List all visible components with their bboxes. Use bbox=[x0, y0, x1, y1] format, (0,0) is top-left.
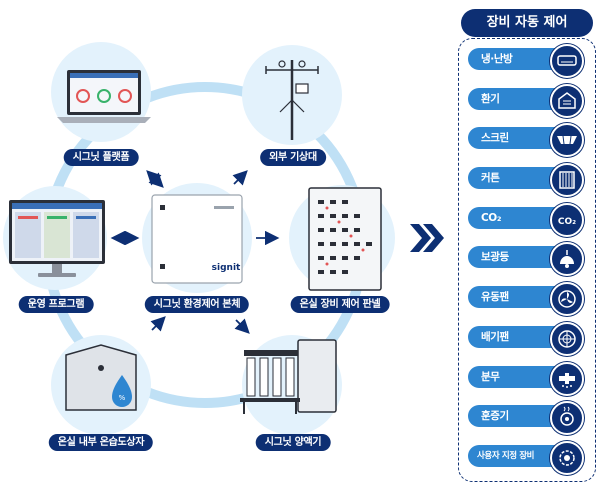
device-label: 커튼 bbox=[468, 167, 576, 190]
weather-station-icon bbox=[265, 60, 319, 140]
arrow-main-to-nutrient bbox=[234, 318, 250, 334]
svg-text:%: % bbox=[119, 394, 126, 402]
device-item-ventilation: 환기 bbox=[468, 83, 590, 118]
device-label: 분무 bbox=[468, 365, 576, 388]
sensor-box-icon: % bbox=[65, 344, 137, 411]
double-chevron-right-icon bbox=[410, 224, 444, 252]
arrow-weather-to-main bbox=[232, 170, 248, 186]
nutrient-unit-icon bbox=[240, 339, 337, 414]
operating-program-label: 운영 프로그램 bbox=[18, 296, 94, 313]
lamp-icon bbox=[550, 242, 584, 277]
indoor-sensor-label: 온실 내부 온습도상자 bbox=[48, 434, 154, 451]
air-conditioner-icon bbox=[550, 44, 584, 78]
device-item-co2: CO₂ CO₂ bbox=[468, 202, 590, 237]
main-unit-logo: signit bbox=[212, 263, 241, 273]
device-label: 배기팬 bbox=[468, 325, 576, 348]
fumigator-icon bbox=[550, 401, 584, 436]
circulation-fan-icon bbox=[550, 282, 584, 317]
device-label: 스크린 bbox=[468, 127, 576, 150]
device-item-sprayer: 분무 bbox=[468, 361, 590, 396]
ventilation-icon bbox=[550, 83, 584, 118]
device-label: 사용자 지정 장비 bbox=[468, 444, 576, 467]
device-label: 보광등 bbox=[468, 246, 576, 269]
device-label: 유동팬 bbox=[468, 286, 576, 309]
device-panel-title: 장비 자동 제어 bbox=[461, 9, 593, 37]
screen-icon bbox=[550, 123, 584, 158]
device-label: CO₂ bbox=[468, 206, 576, 229]
main-unit-icon bbox=[151, 194, 243, 284]
device-panel-frame bbox=[458, 38, 596, 482]
weather-station-label: 외부 기상대 bbox=[260, 149, 326, 166]
sprayer-icon bbox=[550, 361, 584, 396]
svg-text:CO₂: CO₂ bbox=[558, 217, 576, 227]
control-panel-label: 온실 장비 제어 판넬 bbox=[290, 296, 390, 313]
monitor-icon bbox=[9, 200, 105, 277]
device-item-exhaust-fan: 배기팬 bbox=[468, 321, 590, 356]
device-label: 환기 bbox=[468, 87, 576, 110]
nutrient-unit-label: 시그닛 양액기 bbox=[255, 434, 331, 451]
arrow-sensor-to-main bbox=[150, 316, 166, 332]
device-item-curtain: 커튼 bbox=[468, 163, 590, 198]
control-panel-icon bbox=[308, 187, 382, 291]
device-item-heating-cooling: 냉·난방 bbox=[468, 44, 590, 78]
device-list: 냉·난방 환기 스크린 커튼 CO₂ CO₂ bbox=[468, 44, 590, 481]
device-item-custom: 사용자 지정 장비 bbox=[468, 440, 590, 475]
laptop-icon bbox=[57, 70, 151, 123]
device-item-circulation-fan: 유동팬 bbox=[468, 282, 590, 317]
co2-icon: CO₂ bbox=[550, 202, 584, 237]
device-item-screen: 스크린 bbox=[468, 123, 590, 158]
arrow-platform-to-main bbox=[146, 170, 162, 186]
curtain-icon bbox=[550, 163, 584, 198]
device-item-fumigator: 훈증기 bbox=[468, 401, 590, 436]
exhaust-fan-icon bbox=[550, 321, 584, 356]
main-unit-label: 시그닛 환경제어 본체 bbox=[144, 296, 250, 313]
system-diagram: signit % bbox=[3, 42, 444, 435]
device-item-grow-light: 보광등 bbox=[468, 242, 590, 277]
device-label: 훈증기 bbox=[468, 405, 576, 428]
platform-label: 시그닛 플랫폼 bbox=[63, 149, 139, 166]
device-label: 냉·난방 bbox=[468, 48, 576, 70]
custom-device-icon bbox=[550, 440, 584, 475]
